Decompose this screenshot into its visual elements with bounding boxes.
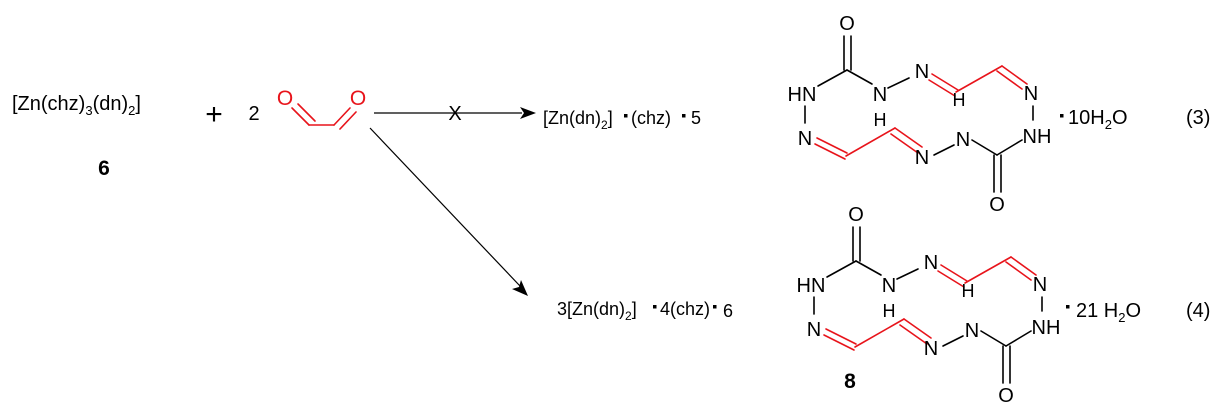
glyoxal-bond <box>339 111 357 130</box>
arrowhead <box>512 280 528 296</box>
svg-text:3[Zn(dn)2]: 3[Zn(dn)2] <box>557 299 637 323</box>
reactant-complex: [Zn(chz)3(dn)2] 6 <box>12 93 141 180</box>
product-4-chz: 4(chz) <box>660 299 710 319</box>
glyoxal-bond <box>333 107 351 126</box>
macro-n-right: N <box>1024 83 1038 105</box>
macro-hn-top: HN <box>788 84 817 106</box>
macrocycle-4 <box>795 203 1062 408</box>
product-3-water: 10H2O (3) <box>1060 107 1210 132</box>
product-3-prefix: [Zn(dn)2] (chz) 5 <box>543 108 701 132</box>
product-3-water-oxygen: O <box>1112 107 1128 129</box>
arrowhead <box>520 107 536 119</box>
reactant-subscript-3: 3 <box>85 103 92 118</box>
product-4-zn-open: 3[Zn(dn) <box>557 299 625 319</box>
product-4-water-coefficient: 21 H <box>1076 300 1118 322</box>
product-3-dot <box>624 114 628 118</box>
macro-nh-bottom: NH <box>1023 126 1052 148</box>
product-4-dot <box>1066 305 1070 309</box>
product-4-coefficient: 6 <box>723 301 733 321</box>
product-4-prefix: 3[Zn(dn)2] 4(chz) 6 <box>557 299 733 323</box>
plus-sign: + <box>205 98 223 131</box>
product-3-dot <box>682 114 686 118</box>
product-4-dot <box>653 305 657 309</box>
product-4-zn-subscript: 2 <box>625 309 632 323</box>
blocked-x-mark: X <box>448 103 461 125</box>
product-3-dot <box>1060 114 1064 118</box>
glyoxal-coefficient: 2 <box>248 103 259 125</box>
macro-h-bottom: H <box>874 110 887 130</box>
glyoxal-structure: O O <box>277 87 366 130</box>
reaction-arrow <box>369 127 528 296</box>
reactant-formula-close: ] <box>135 93 141 115</box>
product-4-zn-close: ] <box>632 299 637 319</box>
product-4-water-oxygen: O <box>1125 300 1141 322</box>
glyoxal-oxygen-right: O <box>350 87 366 110</box>
equation-number-4: (4) <box>1186 300 1210 322</box>
product-3-coefficient: 5 <box>691 108 701 128</box>
reactant-subscript-2: 2 <box>128 103 135 118</box>
product-4-water: 21 H2O (4) <box>1066 300 1210 325</box>
glyoxal-oxygen-left: O <box>277 87 293 110</box>
reactant-formula-mid: (dn) <box>93 93 129 115</box>
svg-text:10H2O: 10H2O <box>1068 107 1128 132</box>
svg-text:[Zn(dn)2]: [Zn(dn)2] <box>543 108 613 132</box>
glyoxal-bond <box>291 107 310 126</box>
product-3-zn-open: [Zn(dn) <box>543 108 601 128</box>
macrocycle-3: O HN N N H N N H N N O NH <box>788 13 1052 216</box>
glyoxal-bond <box>297 103 316 122</box>
macro-n-bottom-azine: N <box>915 147 929 169</box>
macro-n-left: N <box>798 128 812 150</box>
compound-label-6: 6 <box>98 157 110 180</box>
macro-carbonyl-oxygen-bottom: O <box>989 194 1005 216</box>
equation-number-3: (3) <box>1186 107 1210 129</box>
product-4-dot <box>713 305 717 309</box>
product-3-zn-close: ] <box>608 108 613 128</box>
macro-h-top: H <box>953 90 966 110</box>
svg-text:[Zn(chz)3(dn)2]: [Zn(chz)3(dn)2] <box>12 93 141 118</box>
product-3-zn-subscript: 2 <box>601 118 608 132</box>
blocked-arrow: X <box>374 103 536 125</box>
product-3-water-subscript: 2 <box>1105 117 1112 132</box>
svg-text:21 H2O: 21 H2O <box>1076 300 1141 325</box>
reactant-formula-open: [Zn(chz) <box>12 93 85 115</box>
compound-label-8: 8 <box>844 370 856 393</box>
macro-n-bottom: N <box>956 129 970 151</box>
product-3-water-coefficient: 10H <box>1068 107 1105 129</box>
macro-carbonyl-oxygen-top: O <box>839 13 855 35</box>
product-4-water-subscript: 2 <box>1118 310 1125 325</box>
product-3-chz: (chz) <box>631 108 671 128</box>
macro-n-top-azine: N <box>915 61 929 83</box>
macro-n-top: N <box>873 84 887 106</box>
